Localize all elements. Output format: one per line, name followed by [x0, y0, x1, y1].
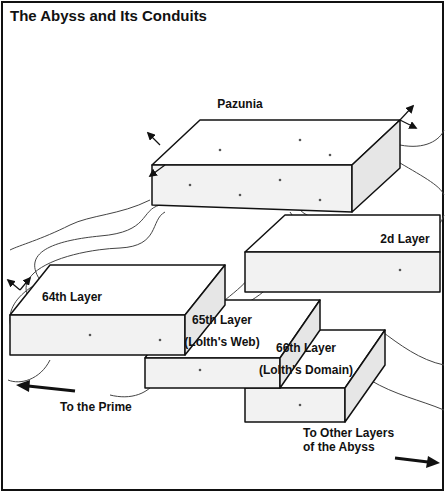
layer-slab: Pazunia [215, 97, 265, 111]
layer-label: 65th Layer [182, 313, 262, 327]
layer-slab: 66th Layer (Lolth's Domain) [257, 341, 356, 378]
layer-label: 66th Layer [257, 341, 356, 355]
layer-label: 2d Layer [378, 232, 432, 246]
layer-label: Pazunia [215, 97, 265, 111]
layer-slab: 64th Layer [40, 290, 105, 304]
direction-label: To the Prime [60, 401, 132, 415]
layer-label: (Lolth's Web) [182, 335, 262, 349]
diagram-title: The Abyss and Its Conduits [10, 7, 207, 24]
layer-label: 64th Layer [40, 290, 105, 304]
direction-label: To Other Layers of the Abyss [303, 427, 403, 455]
layer-slab: 65th Layer (Lolth's Web) [182, 313, 262, 350]
layer-slab: 2d Layer [378, 232, 432, 246]
layer-label: (Lolth's Domain) [257, 363, 356, 377]
